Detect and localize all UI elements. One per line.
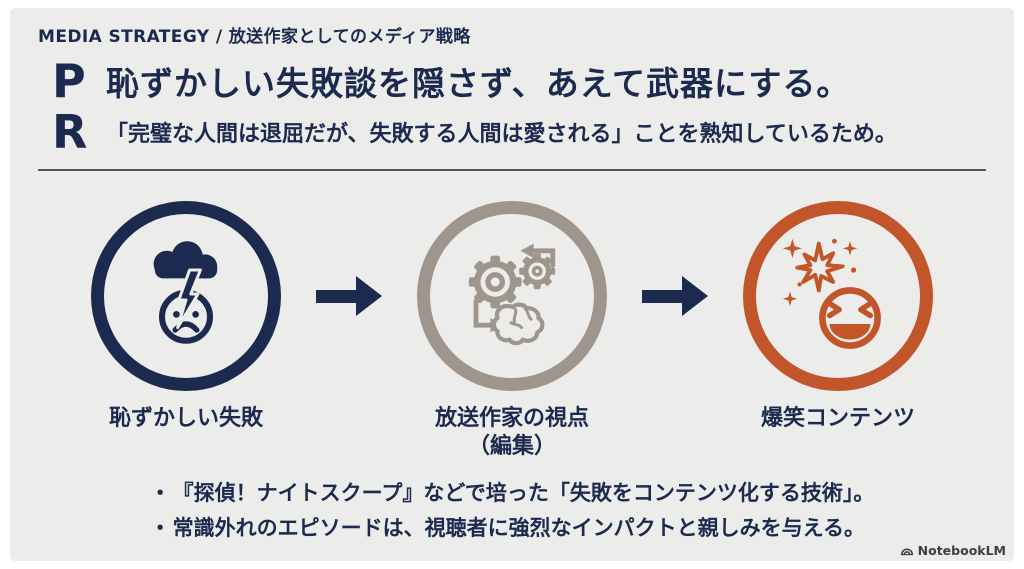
step-circle-failure <box>91 201 281 391</box>
bullet-item: ・ 『探偵！ナイトスクープ』などで培った「失敗をコンテンツ化する技術」。 <box>150 477 875 507</box>
slide-background: MEDIA STRATEGY / 放送作家としてのメディア戦略 P 恥ずかしい失… <box>10 8 1014 561</box>
bullet-text: 常識外れのエピソードは、視聴者に強烈なインパクトと親しみを与える。 <box>172 516 865 541</box>
bullet-marker: ・ <box>149 516 171 541</box>
step-label-failure: 恥ずかしい失敗 <box>108 406 263 431</box>
bullet-list: ・ 『探偵！ナイトスクープ』などで培った「失敗をコンテンツ化する技術」。 ・ 常… <box>150 477 875 542</box>
bullet-marker: ・ <box>149 481 171 506</box>
title-block: P 恥ずかしい失敗談を隠さず、あえて武器にする。 R 「完璧な人間は退屈だが、失… <box>52 57 986 155</box>
kicker-label: MEDIA STRATEGY / 放送作家としてのメディア戦略 <box>38 27 471 47</box>
step-circle-comedy <box>743 201 933 391</box>
step-circle-editing <box>417 201 607 391</box>
notebooklm-logo-icon <box>900 544 914 558</box>
divider-line <box>38 169 986 171</box>
step-label-editing: 放送作家の視点 （編集） <box>434 406 589 460</box>
headline-row: P 恥ずかしい失敗談を隠さず、あえて武器にする。 <box>52 57 986 105</box>
bullet-item: ・ 常識外れのエピソードは、視聴者に強烈なインパクトと親しみを与える。 <box>150 512 875 542</box>
storm-cloud-sad-face-icon <box>126 234 246 358</box>
flow-diagram: 恥ずかしい失敗 <box>38 201 986 461</box>
laughing-face-sparkles-icon <box>778 234 898 358</box>
flow-arrow-icon <box>316 276 382 316</box>
flow-step-editing: 放送作家の視点 （編集） <box>396 201 628 461</box>
headline: 恥ずかしい失敗談を隠さず、あえて武器にする。 <box>106 64 851 103</box>
pr-letter-r: R <box>52 105 88 159</box>
notebooklm-watermark: NotebookLM <box>900 543 1006 558</box>
pr-letter-p: P <box>52 54 86 108</box>
notebooklm-brand-label: NotebookLM <box>917 543 1006 558</box>
slide-content: MEDIA STRATEGY / 放送作家としてのメディア戦略 P 恥ずかしい失… <box>10 8 1014 561</box>
flow-arrow-icon <box>642 276 708 316</box>
subheadline-row: R 「完璧な人間は退屈だが、失敗する人間は愛される」ことを熟知しているため。 <box>52 109 986 155</box>
step-label-comedy: 爆笑コンテンツ <box>760 406 915 431</box>
flow-step-failure: 恥ずかしい失敗 <box>70 201 302 433</box>
bullet-text: 『探偵！ナイトスクープ』などで培った「失敗をコンテンツ化する技術」。 <box>172 481 875 506</box>
flow-step-comedy: 爆笑コンテンツ <box>722 201 954 433</box>
subheadline: 「完璧な人間は退屈だが、失敗する人間は愛される」ことを熟知しているため。 <box>106 122 897 147</box>
gears-brain-icon <box>452 234 572 358</box>
